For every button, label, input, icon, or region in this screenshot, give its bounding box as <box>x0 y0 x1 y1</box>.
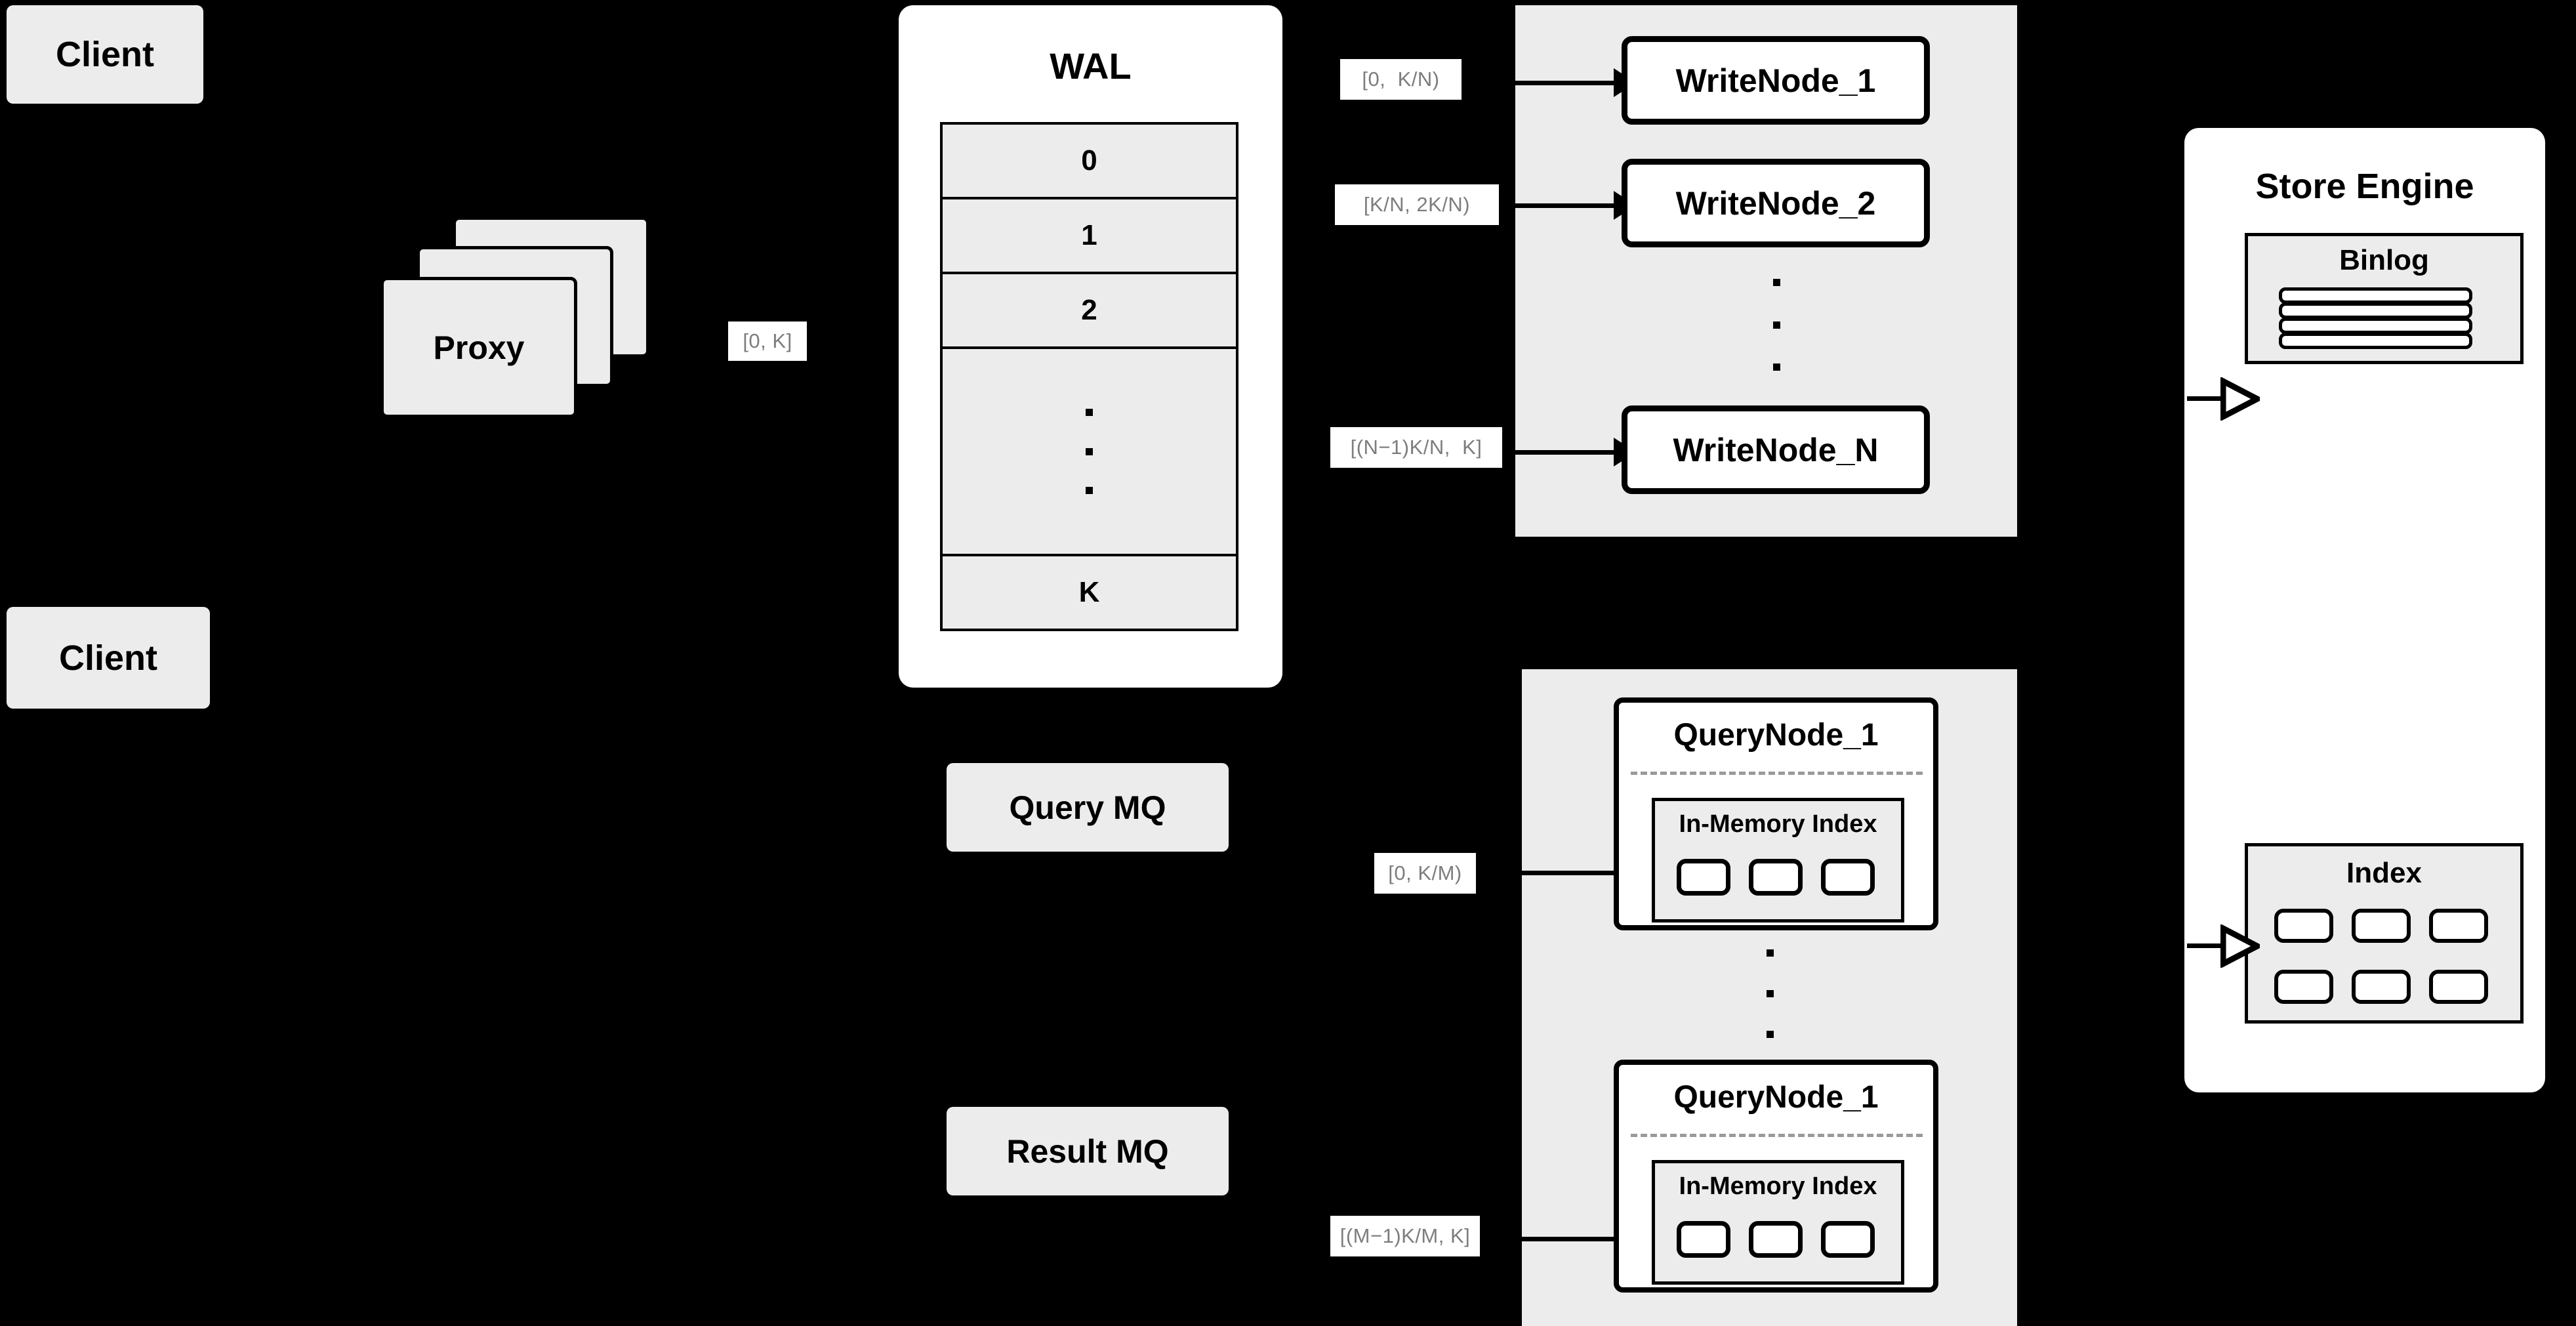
store-engine-title: Store Engine <box>2255 167 2474 206</box>
proxy-range-text: [0, K] <box>743 329 792 352</box>
wal-title: WAL <box>1050 45 1132 87</box>
query-vertical-ellipsis-icon <box>1766 949 1774 1038</box>
in-memory-index-title-m: In-Memory Index <box>1679 1172 1877 1200</box>
in-memory-index-title-1: In-Memory Index <box>1679 810 1877 838</box>
write-node-label-n: WriteNode_N <box>1673 431 1879 468</box>
store-index-slot-5[interactable] <box>2352 970 2411 1004</box>
query-arrow-line-1 <box>1522 871 1624 875</box>
write-node-label-1: WriteNode_1 <box>1675 62 1876 99</box>
result-mq-box[interactable]: Result MQ <box>947 1107 1229 1195</box>
query-node-m[interactable]: QueryNode_1 In-Memory Index <box>1614 1060 1938 1293</box>
index-slot-1a[interactable] <box>1677 859 1730 896</box>
write-range-text-2: [K/N, 2K/N) <box>1363 193 1471 216</box>
wal-panel: WAL 0 1 2 K <box>899 5 1282 688</box>
store-index-slot-1[interactable] <box>2274 909 2333 943</box>
query-mq-label: Query MQ <box>1009 789 1166 826</box>
index-slot-1b[interactable] <box>1749 859 1803 896</box>
wal-entry-k[interactable]: K <box>940 554 1238 631</box>
binlog-section: Binlog <box>2245 233 2524 364</box>
query-range-label-m: [(M−1)K/M, K] <box>1330 1216 1480 1256</box>
proxy-stack[interactable]: Proxy <box>380 217 656 433</box>
write-node-1[interactable]: WriteNode_1 <box>1622 36 1930 125</box>
write-node-n[interactable]: WriteNode_N <box>1622 405 1930 494</box>
write-arrow-line-1 <box>1515 81 1617 85</box>
store-engine-panel: Store Engine Binlog Index <box>2184 128 2545 1092</box>
write-range-label-n: [(N−1)K/N, K] <box>1330 427 1502 468</box>
client-label-2: Client <box>58 638 157 678</box>
query-range-text-1: [0, K/M) <box>1388 861 1462 884</box>
index-slot-mc[interactable] <box>1821 1221 1875 1258</box>
query-range-text-m: [(M−1)K/M, K] <box>1339 1224 1471 1247</box>
client-box-2[interactable]: Client <box>7 607 210 709</box>
store-index-slot-6[interactable] <box>2429 970 2488 1004</box>
index-section: Index <box>2245 843 2524 1024</box>
client-box-1[interactable]: Client <box>7 5 203 104</box>
wal-vertical-ellipsis-icon <box>1086 409 1093 494</box>
index-slot-mb[interactable] <box>1749 1221 1803 1258</box>
store-index-slot-4[interactable] <box>2274 970 2333 1004</box>
write-vertical-ellipsis-icon <box>1772 279 1780 371</box>
query-mq-box[interactable]: Query MQ <box>947 763 1229 852</box>
write-node-2[interactable]: WriteNode_2 <box>1622 159 1930 247</box>
binlog-row-4[interactable] <box>2279 333 2472 349</box>
binlog-title: Binlog <box>2339 244 2429 276</box>
query-node-label-m: QueryNode_1 <box>1673 1080 1879 1115</box>
index-slot-1c[interactable] <box>1821 859 1875 896</box>
query-node-separator-1 <box>1631 772 1923 775</box>
query-range-label-1: [0, K/M) <box>1374 853 1476 894</box>
binlog-row-2[interactable] <box>2279 302 2472 319</box>
query-node-label-1: QueryNode_1 <box>1673 718 1879 753</box>
in-memory-index-m: In-Memory Index <box>1652 1160 1904 1285</box>
write-range-text-n: [(N−1)K/N, K] <box>1350 436 1482 459</box>
write-node-label-2: WriteNode_2 <box>1675 184 1876 222</box>
write-range-text-1: [0, K/N) <box>1362 68 1440 91</box>
write-range-label-2: [K/N, 2K/N) <box>1335 184 1499 225</box>
write-arrow-line-n <box>1515 450 1617 455</box>
binlog-row-3[interactable] <box>2279 318 2472 334</box>
client-label-1: Client <box>55 35 154 74</box>
query-arrow-line-m <box>1522 1237 1624 1241</box>
store-index-slot-3[interactable] <box>2429 909 2488 943</box>
proxy-range-label: [0, K] <box>728 321 807 361</box>
wal-entry-2[interactable]: 2 <box>940 272 1238 349</box>
result-mq-label: Result MQ <box>1006 1132 1169 1170</box>
write-arrow-line-2 <box>1515 203 1617 208</box>
index-slot-ma[interactable] <box>1677 1221 1730 1258</box>
store-index-slot-2[interactable] <box>2352 909 2411 943</box>
proxy-card-front[interactable]: Proxy <box>380 277 577 418</box>
wal-entry-0[interactable]: 0 <box>940 122 1238 199</box>
query-node-1[interactable]: QueryNode_1 In-Memory Index <box>1614 697 1938 930</box>
wal-entry-list: 0 1 2 K <box>940 122 1238 637</box>
index-arrow-head-icon <box>2220 924 2260 968</box>
binlog-arrow-head-icon <box>2220 377 2260 421</box>
in-memory-index-1: In-Memory Index <box>1652 798 1904 922</box>
index-arrow-line <box>2187 943 2225 948</box>
binlog-row-1[interactable] <box>2279 287 2472 304</box>
write-range-label-1: [0, K/N) <box>1340 59 1462 100</box>
wal-entry-ellipsis <box>940 346 1238 556</box>
index-title: Index <box>2346 857 2422 889</box>
wal-entry-1[interactable]: 1 <box>940 197 1238 274</box>
query-node-separator-m <box>1631 1134 1923 1137</box>
proxy-label: Proxy <box>433 329 525 366</box>
binlog-arrow-line <box>2187 396 2225 401</box>
